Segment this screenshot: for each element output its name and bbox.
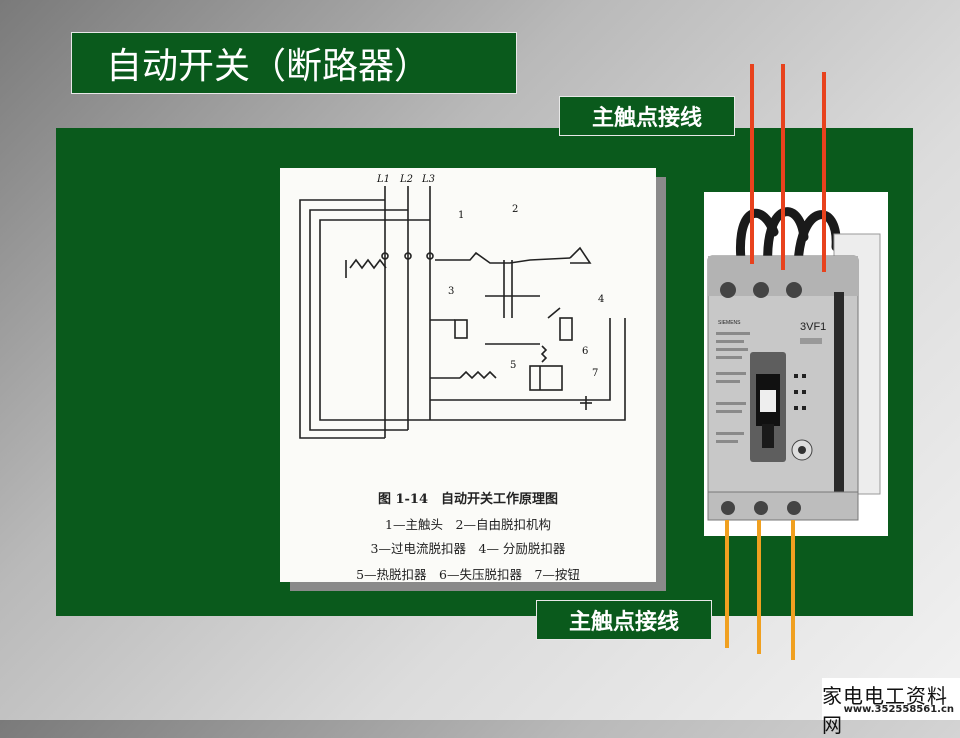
main-wire-top-2 xyxy=(781,64,785,270)
main-wire-bottom-1 xyxy=(725,520,729,648)
slide-title: 自动开关（断路器） xyxy=(71,32,517,94)
main-wire-bottom-2 xyxy=(757,520,761,654)
main-contact-label-bottom: 主触点接线 xyxy=(536,600,712,640)
caption-line-1: 1—主触头 2—自由脱扣机构 xyxy=(385,517,551,532)
breaker-brand: SIEMENS xyxy=(718,320,741,326)
callout-7: 7 xyxy=(592,368,598,379)
caption-line-3: 5—热脱扣器 6—失压脱扣器 7—按钮 xyxy=(356,567,580,582)
callout-5: 5 xyxy=(510,360,516,371)
main-wire-top-1 xyxy=(750,64,754,264)
callout-1: 1 xyxy=(458,210,464,221)
callout-6: 6 xyxy=(582,346,588,357)
phase-label-l1: L1 xyxy=(376,174,390,185)
callout-3: 3 xyxy=(448,286,454,297)
circuit-diagram: L1 L2 L3 1 2 3 4 5 6 7 xyxy=(299,174,626,439)
site-watermark: 家电电工资料网 www.352558561.cn xyxy=(822,678,960,737)
phase-label-l2: L2 xyxy=(399,174,413,185)
callout-2: 2 xyxy=(512,204,518,215)
main-contact-label-top: 主触点接线 xyxy=(559,96,735,136)
breaker-model: 3VF1 xyxy=(800,321,826,333)
caption-title: 图 1-14 自动开关工作原理图 xyxy=(377,492,559,507)
breaker-photo: SIEMENS 3VF1 xyxy=(704,192,888,536)
main-wire-top-3 xyxy=(822,72,826,272)
phase-label-l3: L3 xyxy=(421,174,435,185)
watermark-url: www.352558561.cn xyxy=(843,704,954,715)
circuit-diagram-figure: L1 L2 L3 1 2 3 4 5 6 7 图 1-14 自动开关工作原理图 … xyxy=(280,168,656,582)
main-wire-bottom-3 xyxy=(791,520,795,660)
caption-line-2: 3—过电流脱扣器 4— 分励脱扣器 xyxy=(370,541,566,556)
callout-4: 4 xyxy=(598,294,604,305)
